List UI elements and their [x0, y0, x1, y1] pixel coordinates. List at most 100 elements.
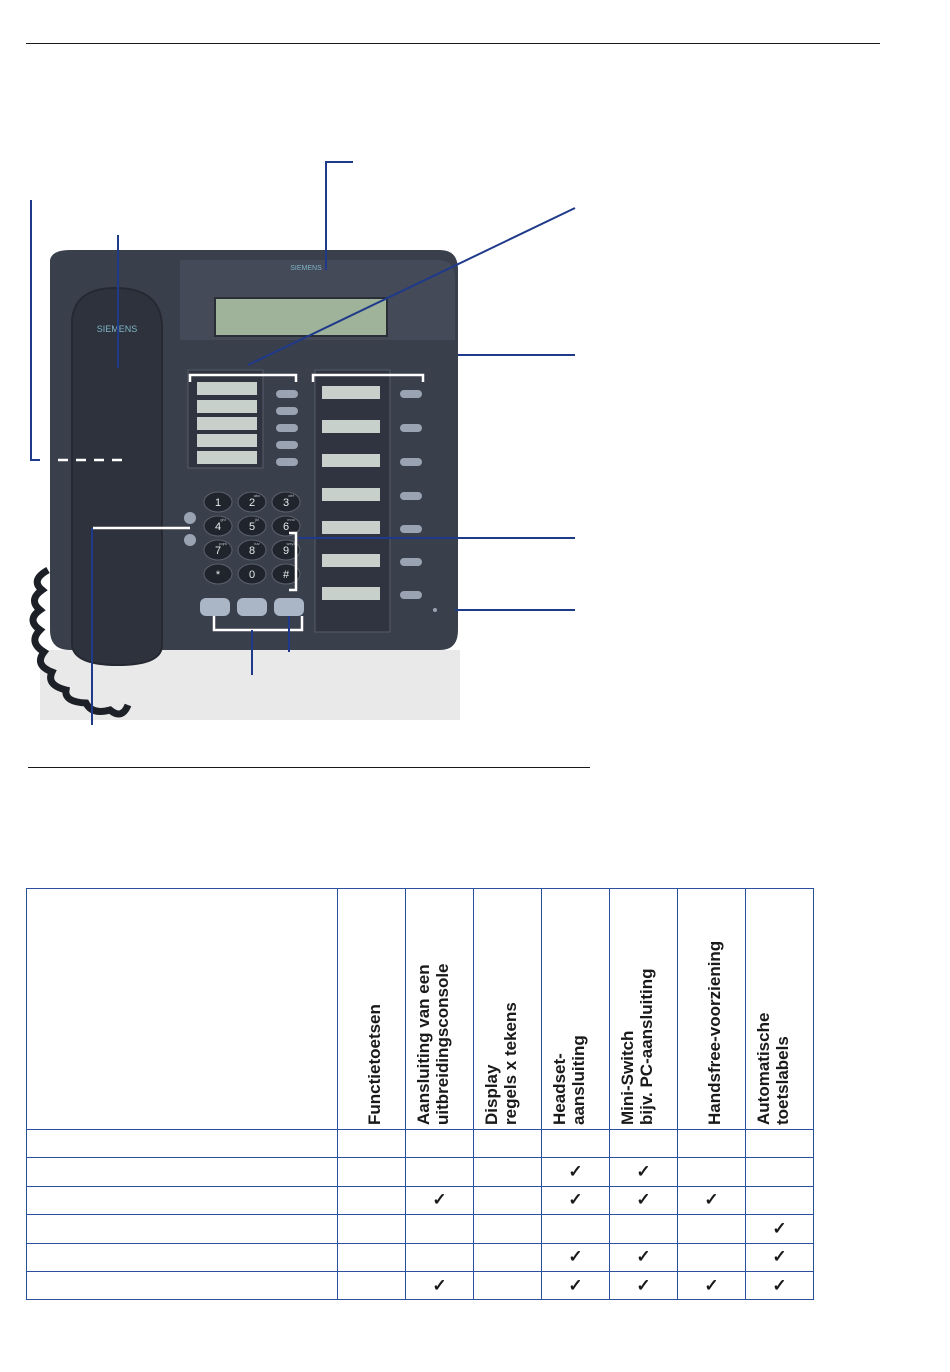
column-header: Handsfree-voorziening	[677, 888, 746, 1130]
model-name-cell	[26, 1270, 338, 1301]
keypad-digit: 4	[215, 521, 221, 533]
keypad-digit: 6	[283, 521, 289, 533]
callout-lines	[30, 161, 576, 725]
feature-cell	[405, 1128, 474, 1159]
feature-cell	[745, 1185, 814, 1216]
feature-cell	[337, 1242, 406, 1272]
model-name-cell	[26, 1242, 338, 1272]
keypad-digit: 2	[249, 497, 255, 509]
model-column-header	[26, 888, 338, 1130]
feature-cell	[337, 1128, 406, 1159]
feature-cell	[745, 1128, 814, 1159]
feature-cell	[677, 1128, 746, 1159]
feature-cell	[473, 1128, 542, 1159]
top-rule	[26, 43, 880, 44]
column-header-line: Aansluiting van een	[413, 964, 433, 1125]
feature-cell	[677, 1214, 746, 1244]
table-body: ✓✓✓✓✓✓✓✓✓✓✓✓✓✓✓	[26, 1128, 814, 1301]
column-header-line: Display	[481, 1064, 501, 1125]
feature-cell	[405, 1157, 474, 1187]
column-header-line: Functietoetsen	[364, 1004, 384, 1125]
column-header-line: aansluiting	[568, 1035, 588, 1125]
feature-cell	[337, 1214, 406, 1244]
keypad-key: 0	[237, 563, 267, 585]
model-name-cell	[26, 1128, 338, 1159]
column-header-line: bijv. PC-aansluiting	[636, 968, 656, 1125]
column-header-line: Automatische	[753, 1012, 773, 1125]
handset	[71, 286, 163, 667]
feature-cell: ✓	[745, 1214, 814, 1244]
keypad-digit: *	[216, 569, 221, 581]
feature-cell	[473, 1157, 542, 1187]
feature-cell	[473, 1214, 542, 1244]
feature-cell: ✓	[609, 1157, 678, 1187]
feature-cell: ✓	[541, 1270, 610, 1301]
keypad-digit: 1	[215, 497, 221, 509]
feature-cell	[745, 1157, 814, 1187]
feature-cell: ✓	[677, 1270, 746, 1301]
table-row: ✓✓✓✓	[26, 1185, 814, 1216]
keypad-digit: 7	[215, 545, 221, 557]
left-key-labels	[197, 382, 257, 464]
feature-cell: ✓	[609, 1185, 678, 1216]
left-function-keys	[276, 390, 298, 466]
column-header: Headset-aansluiting	[541, 888, 610, 1130]
column-header-line: regels x tekens	[500, 1002, 520, 1125]
feature-cell	[473, 1185, 542, 1216]
phone-drawing: SIEMENS SIEMENS	[29, 161, 576, 725]
feature-cell: ✓	[541, 1242, 610, 1272]
keypad-key: 1	[203, 491, 233, 513]
keypad-letters: abc	[254, 493, 260, 498]
column-header-label: Handsfree-voorziening	[705, 941, 724, 1125]
column-header-line: toetslabels	[772, 1036, 792, 1125]
feature-cell: ✓	[745, 1270, 814, 1301]
feature-cell	[473, 1270, 542, 1301]
feature-cell: ✓	[541, 1185, 610, 1216]
feature-cell: ✓	[541, 1157, 610, 1187]
keypad-digit: 0	[249, 569, 255, 581]
bottom-key-right	[274, 598, 304, 616]
keypad-letters: jkl	[254, 517, 259, 522]
keypad-digit: 5	[249, 521, 255, 533]
phone-illustration: SIEMENS SIEMENS	[0, 150, 600, 750]
feature-cell	[609, 1128, 678, 1159]
feature-cell: ✓	[405, 1270, 474, 1301]
column-header-line: uitbreidingsconsole	[432, 963, 452, 1125]
feature-cell	[541, 1128, 610, 1159]
column-header-label: Functietoetsen	[365, 1004, 384, 1125]
feature-cell: ✓	[677, 1185, 746, 1216]
keypad-letters: mno	[287, 517, 296, 522]
model-name-cell	[26, 1157, 338, 1187]
right-key-labels	[322, 386, 380, 600]
feature-cell	[541, 1214, 610, 1244]
microphone-dot	[433, 608, 437, 612]
keypad-letters: pqrs	[219, 541, 227, 546]
feature-cell	[337, 1185, 406, 1216]
feature-cell	[677, 1242, 746, 1272]
column-header: Functietoetsen	[337, 888, 406, 1130]
section-rule	[28, 767, 590, 768]
keypad-digit: 9	[283, 545, 289, 557]
display-screen	[214, 297, 388, 337]
volume-up-key	[184, 512, 196, 524]
bottom-key-middle	[237, 598, 267, 616]
keypad-digit: #	[283, 569, 290, 581]
callout-brackets	[40, 373, 425, 632]
column-header-line: Headset-	[549, 1053, 569, 1125]
column-header-line: Mini-Switch	[617, 1030, 637, 1125]
feature-cell	[337, 1270, 406, 1301]
feature-cell	[677, 1157, 746, 1187]
volume-down-key	[184, 534, 196, 546]
feature-cell	[405, 1242, 474, 1272]
table-row: ✓✓✓	[26, 1242, 814, 1272]
feature-cell: ✓	[405, 1185, 474, 1216]
